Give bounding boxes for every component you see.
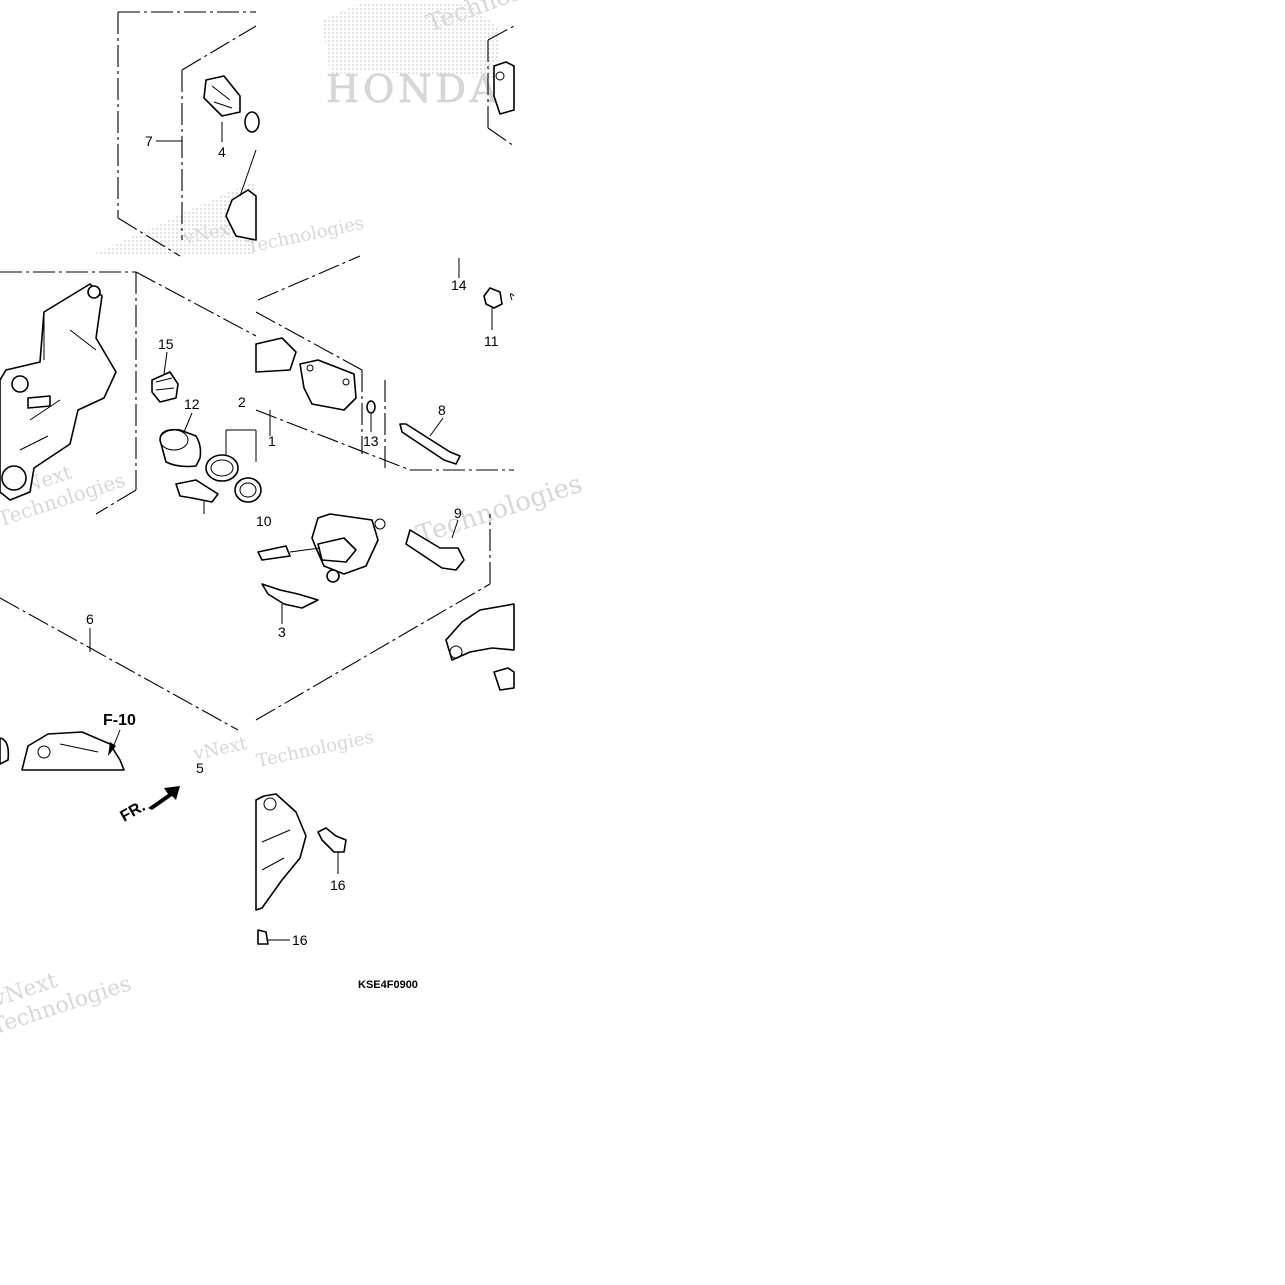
brake-pedal-part: [255, 793, 307, 945]
cable-clip-part: [483, 287, 515, 309]
callout-9: 9: [454, 505, 462, 521]
callout-5: 5: [196, 760, 204, 776]
reference-marker: F-10: [103, 712, 136, 756]
bracket-fragment-top-right: [493, 61, 515, 115]
callout-12: 12: [184, 396, 200, 412]
callout-8: 8: [438, 402, 446, 418]
watermark-group-4: vNext Technologies: [0, 968, 135, 1040]
callout-7: 7: [145, 133, 153, 149]
watermark-group-5: Technologies: [413, 469, 586, 551]
group-outline-6: [0, 271, 491, 731]
watermark-line-2: Technologies: [413, 469, 586, 551]
front-arrow-icon: FR.: [118, 786, 180, 826]
callout-1: 1: [268, 433, 276, 449]
watermark-line-2: Technologies: [245, 213, 366, 258]
watermark-line-2: Technologies: [255, 727, 376, 772]
caliper-body-fragment-top: [225, 149, 257, 241]
leader-lines: [89, 122, 493, 941]
retaining-clip-part: [366, 400, 376, 414]
spring-plate-part: [261, 583, 319, 609]
front-arrow-label: FR.: [118, 798, 149, 826]
callout-10: 10: [256, 513, 272, 529]
piston-seal-part: [205, 454, 262, 503]
piston-part: [159, 428, 202, 468]
pin-bolt-part: [175, 479, 219, 514]
callout-15: 15: [158, 336, 174, 352]
callout-13: 13: [363, 433, 379, 449]
slide-pin-part: [405, 529, 465, 571]
pad-spring-part: [203, 75, 241, 117]
group-outline-1: [255, 25, 515, 471]
callout-4: 4: [218, 144, 226, 160]
group-outline-4: [181, 25, 257, 240]
callout-16: 16: [330, 877, 346, 893]
callout-6: 6: [86, 611, 94, 627]
flange-bolt-part: [317, 827, 347, 853]
bracket-fragment-right: [445, 603, 515, 691]
pad-pin-part: [399, 423, 461, 465]
watermark-dot-patch: [90, 180, 256, 256]
callout-11: 11: [484, 333, 499, 349]
callout-2: 2: [238, 394, 246, 410]
callout-3: 3: [278, 624, 286, 640]
bleeder-valve-part: [257, 545, 321, 561]
reference-label: F-10: [103, 712, 136, 729]
watermark-brand: HONDA: [326, 67, 501, 111]
grommet-part: [244, 111, 260, 133]
callout-14: 14: [451, 277, 467, 293]
callout-numbers: 1 2 3 4 5 6 7 8 9 10 11 12 13 14 15 16 1…: [86, 133, 499, 948]
brake-pad-part: [255, 337, 357, 411]
caliper-assembly-part: [0, 731, 125, 771]
group-outline-7: [117, 11, 256, 257]
caliper-body-part: [311, 513, 386, 583]
bleeder-cap-part: [151, 371, 179, 403]
callout-16-second: 16: [292, 932, 308, 948]
watermark-honda-logo: HONDA: [322, 4, 501, 111]
part-code: KSE4F0900: [358, 979, 418, 991]
caliper-bracket-part: [0, 283, 117, 501]
